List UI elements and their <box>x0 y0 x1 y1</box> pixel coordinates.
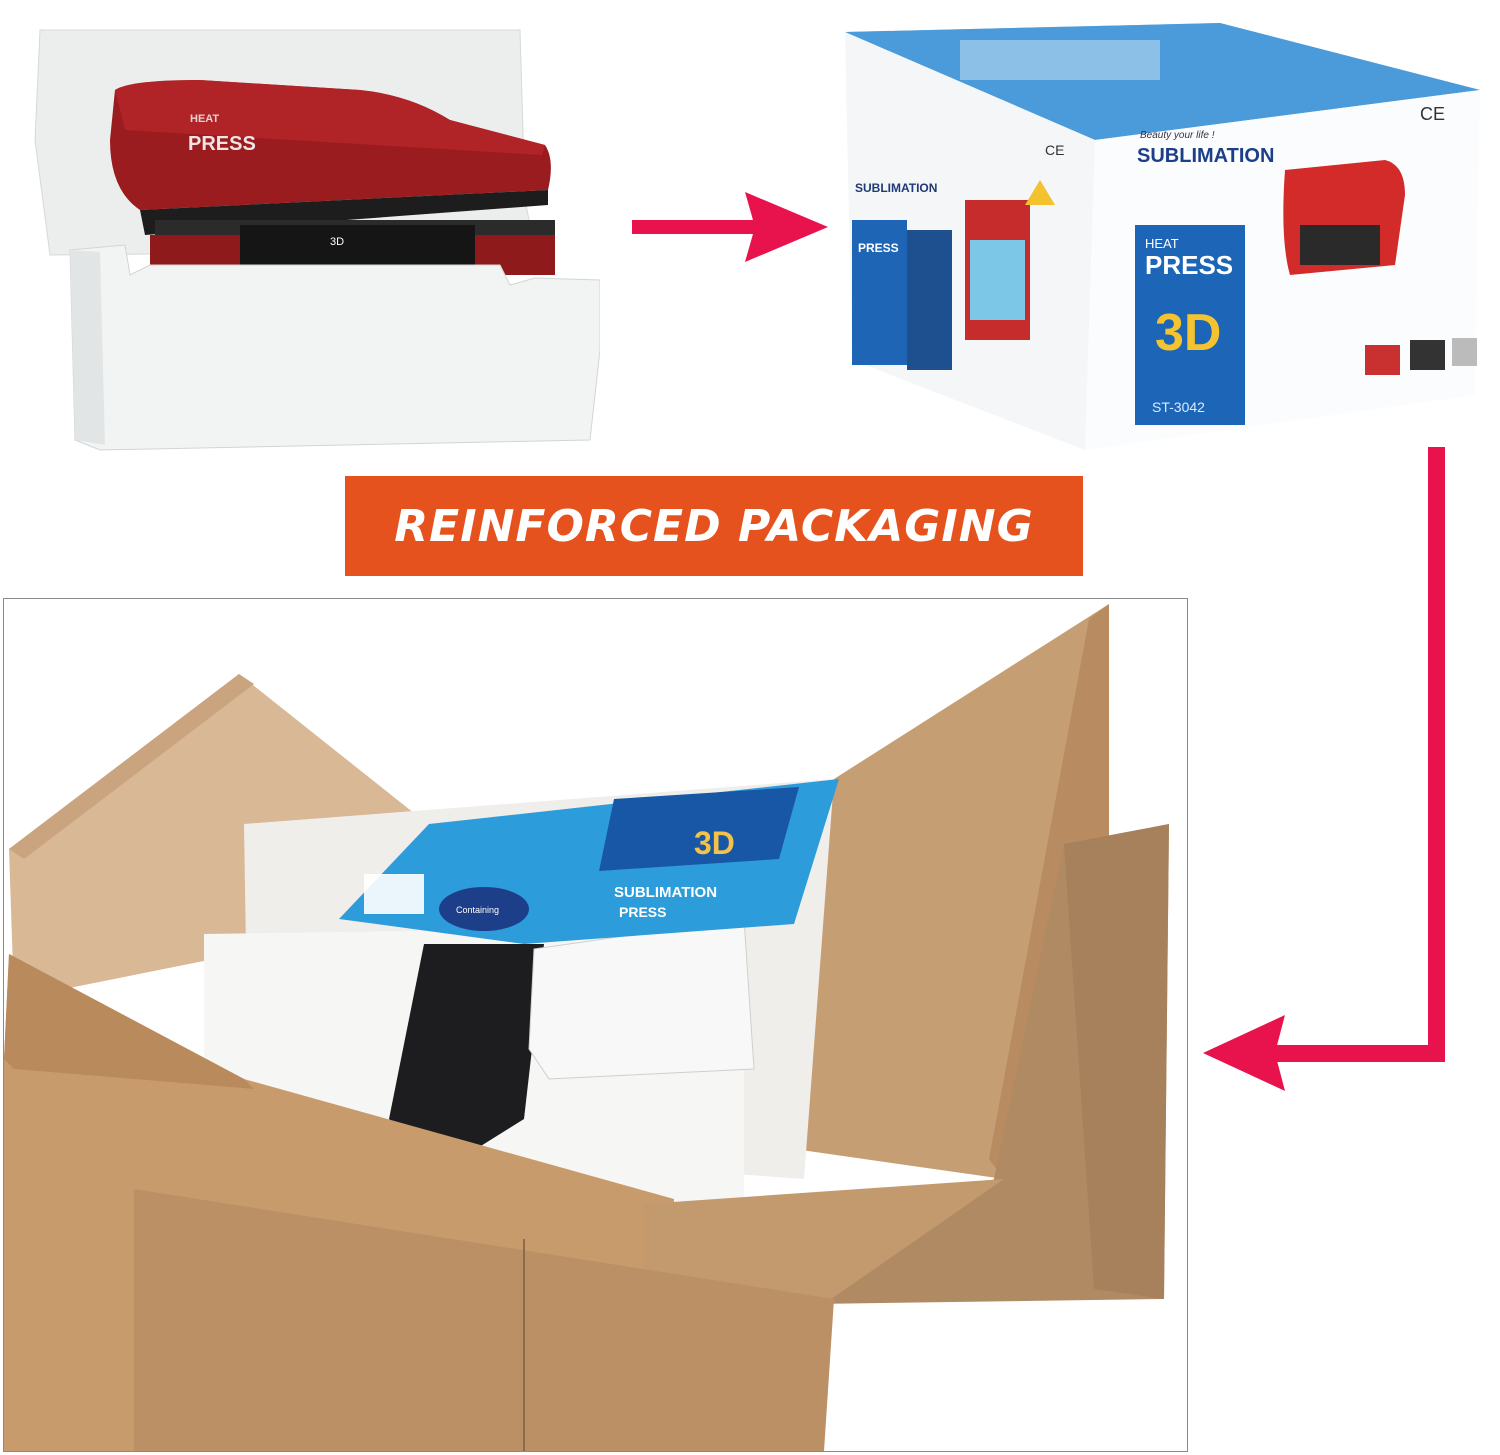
press-brand-top: HEAT <box>190 113 219 125</box>
box-tagline: Beauty your life ! <box>1140 130 1215 141</box>
right-arrow-icon <box>630 190 830 265</box>
press-in-foam-photo: HEAT PRESS 3D <box>30 20 601 455</box>
retail-box-photo: PRESS SUBLIMATION CE HEAT PRESS 3D ST-30… <box>840 20 1490 450</box>
banner-text: REINFORCED PACKAGING <box>394 500 1034 552</box>
shipping-box-photo: 3D SUBLIMATION PRESS Containing <box>3 598 1188 1452</box>
reinforced-packaging-banner: REINFORCED PACKAGING <box>345 476 1083 576</box>
box-press-text: PRESS <box>1145 250 1233 280</box>
flyer-3d: 3D <box>694 825 735 861</box>
box-heat-text: HEAT <box>1145 236 1179 251</box>
flyer-badge: Containing <box>456 905 499 915</box>
press-brand-main: PRESS <box>188 133 256 155</box>
side-press-text: PRESS <box>858 241 899 255</box>
flyer-title: SUBLIMATION <box>614 884 717 901</box>
flyer-press: PRESS <box>619 904 666 920</box>
press-screen-text: 3D <box>330 236 344 248</box>
box-cert: CE <box>1420 104 1445 124</box>
box-3d-text: 3D <box>1155 304 1221 362</box>
box-title: SUBLIMATION <box>1137 145 1274 167</box>
down-left-arrow-icon <box>1195 445 1465 1125</box>
side-title-text: SUBLIMATION <box>855 181 937 195</box>
side-cert-text: CE <box>1045 142 1064 158</box>
box-model-text: ST-3042 <box>1152 399 1205 415</box>
